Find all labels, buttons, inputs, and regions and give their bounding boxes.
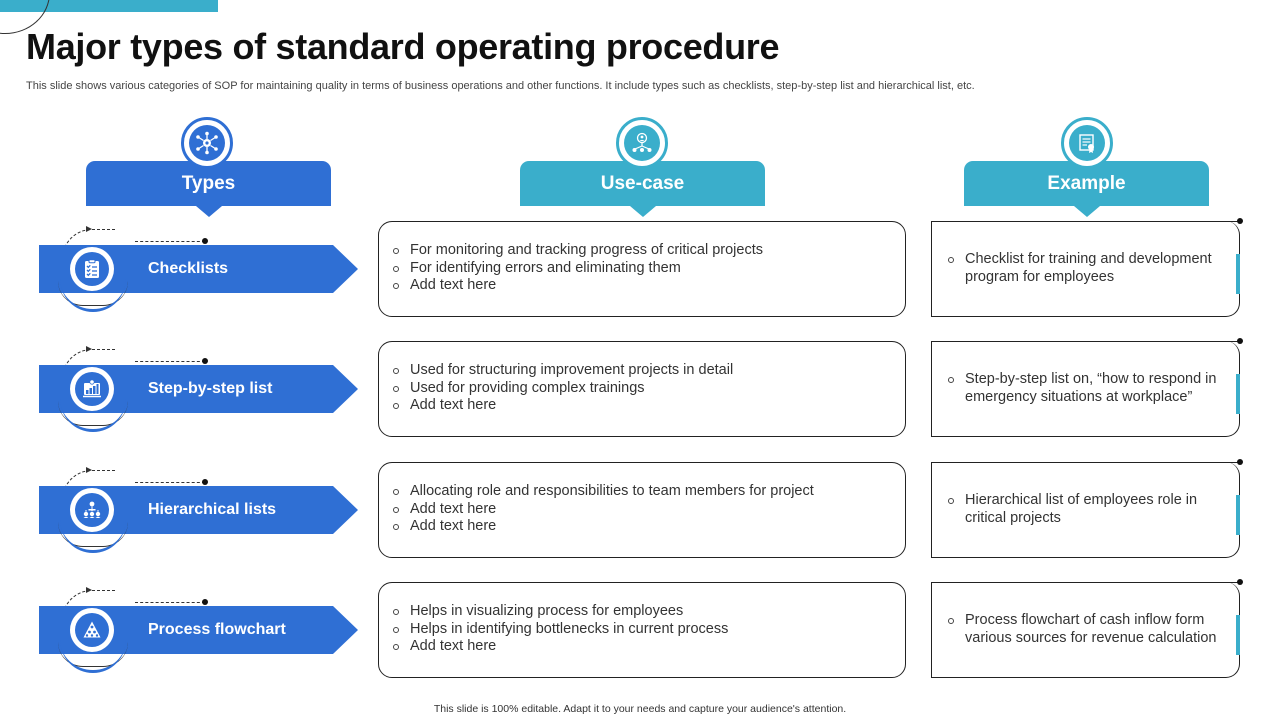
example-top-line — [931, 459, 1243, 465]
use-case-box: Helps in visualizing process for employe… — [378, 582, 906, 678]
example-item: Process flowchart of cash inflow form va… — [948, 612, 1223, 647]
example-box: Hierarchical list of employees role in c… — [931, 462, 1240, 558]
footer-note: This slide is 100% editable. Adapt it to… — [433, 703, 847, 715]
arrow-tip — [86, 587, 92, 593]
arc-decoration — [60, 518, 126, 553]
example-header-label: Example — [1047, 173, 1126, 194]
example-item: Checklist for training and development p… — [948, 251, 1223, 286]
example-box: Step-by-step list on, “how to respond in… — [931, 341, 1240, 437]
row-icon-holder — [64, 602, 120, 658]
use-case-item: For identifying errors and eliminating t… — [393, 260, 889, 278]
arc-decoration — [60, 277, 126, 312]
dashed-connector — [135, 238, 208, 244]
use-case-box: Used for structuring improvement project… — [378, 341, 906, 437]
use-case-box: For monitoring and tracking progress of … — [378, 221, 906, 317]
row-icon-holder — [64, 241, 120, 297]
example-header: Example — [964, 161, 1209, 217]
use-case-item: Helps in identifying bottlenecks in curr… — [393, 621, 889, 639]
arc-decoration — [60, 638, 126, 673]
example-item: Hierarchical list of employees role in c… — [948, 492, 1223, 527]
use-case-item: Add text here — [393, 277, 889, 295]
example-accent-bar — [1236, 495, 1240, 535]
type-label-checklists: Checklists — [148, 260, 229, 277]
use-case-item: Helps in visualizing process for employe… — [393, 603, 889, 621]
use-case-item: Used for structuring improvement project… — [393, 362, 889, 380]
user-network-icon — [632, 132, 652, 152]
row-icon-holder — [64, 361, 120, 417]
header-notch — [1073, 206, 1100, 217]
use-case-header-label: Use-case — [600, 173, 685, 194]
use-case-item: Add text here — [393, 501, 889, 519]
arrow-tip — [86, 467, 92, 473]
example-box: Checklist for training and development p… — [931, 221, 1240, 317]
use-case-header-icon — [616, 117, 668, 169]
pyramid-icon — [83, 621, 101, 638]
type-label-process-flowchart: Process flowchart — [148, 621, 286, 638]
types-header: Types — [86, 161, 331, 217]
network-gear-icon — [196, 131, 218, 155]
certificate-icon — [1079, 134, 1094, 153]
row-icon-holder — [64, 482, 120, 538]
table-row: Process flowchart Helps in visualizing p… — [0, 579, 1280, 682]
arc-decoration — [60, 397, 126, 432]
type-label-hierarchical: Hierarchical lists — [148, 501, 277, 518]
use-case-item: Add text here — [393, 638, 889, 656]
use-case-item: Add text here — [393, 397, 889, 415]
use-case-item: For monitoring and tracking progress of … — [393, 242, 889, 260]
use-case-box: Allocating role and responsibilities to … — [378, 462, 906, 558]
top-accent-bar — [0, 0, 218, 12]
page-subtitle: This slide shows various categories of S… — [26, 80, 975, 92]
example-box: Process flowchart of cash inflow form va… — [931, 582, 1240, 678]
table-row: Checklists For monitoring and tracking p… — [0, 218, 1280, 321]
type-label-step-by-step: Step-by-step list — [148, 380, 273, 397]
example-top-line — [931, 338, 1243, 344]
arrow-tip — [86, 226, 92, 232]
header-notch — [629, 206, 656, 217]
types-header-label: Types — [181, 173, 236, 194]
arrow-tip — [86, 346, 92, 352]
example-accent-bar — [1236, 254, 1240, 294]
example-top-line — [931, 579, 1243, 585]
hierarchy-icon — [83, 501, 101, 518]
use-case-item: Used for providing complex trainings — [393, 380, 889, 398]
example-accent-bar — [1236, 374, 1240, 414]
example-item: Step-by-step list on, “how to respond in… — [948, 371, 1223, 406]
use-case-item: Allocating role and responsibilities to … — [393, 483, 889, 501]
table-row: Step-by-step list Used for structuring i… — [0, 338, 1280, 441]
example-header-icon — [1061, 117, 1113, 169]
checklist-icon — [85, 259, 99, 278]
types-header-icon — [181, 117, 233, 169]
example-accent-bar — [1236, 615, 1240, 655]
use-case-item: Add text here — [393, 518, 889, 536]
dashed-connector — [135, 479, 208, 485]
example-top-line — [931, 218, 1243, 224]
steps-icon — [83, 379, 101, 398]
header-notch — [195, 206, 222, 217]
dashed-connector — [135, 599, 208, 605]
table-row: Hierarchical lists Allocating role and r… — [0, 459, 1280, 562]
dashed-connector — [135, 358, 208, 364]
page-title: Major types of standard operating proced… — [26, 26, 780, 67]
